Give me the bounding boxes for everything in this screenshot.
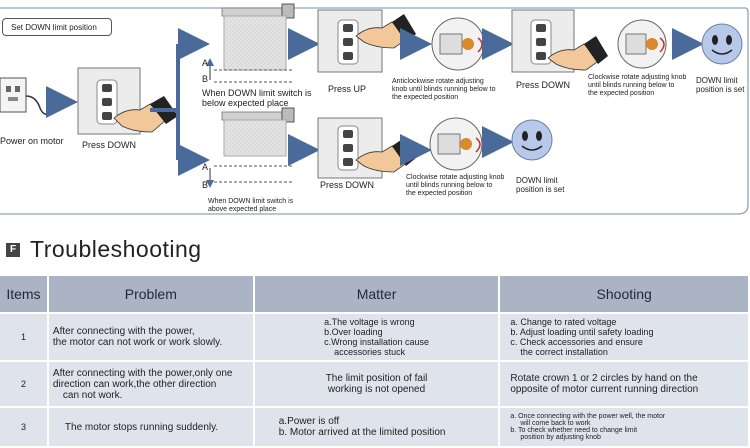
clockwise-top-line: Clockwise rotate adjusting knob bbox=[588, 74, 687, 81]
table-row: 2 After connecting with the power,only o… bbox=[0, 361, 750, 408]
set-down-limit-label: Set DOWN limit position bbox=[2, 18, 112, 36]
matter-line: b. Motor arrived at the limited position bbox=[278, 427, 446, 438]
matter-line: The limit position of fail bbox=[325, 373, 428, 384]
item-cell: 2 bbox=[0, 361, 49, 408]
troubleshooting-table: Items Problem Matter Shooting 1 After co… bbox=[0, 276, 750, 448]
shooting-line: c. Check accessories and ensure bbox=[510, 337, 643, 347]
problem-cell: After connecting with the power, the mot… bbox=[47, 313, 255, 362]
marker-a-top: A bbox=[202, 58, 209, 68]
anticlockwise-caption: Anticlockwise rotate adjusting knob unti… bbox=[392, 78, 496, 102]
press-down-label-3: Press DOWN bbox=[516, 80, 570, 90]
header-shooting: Shooting bbox=[499, 276, 750, 314]
shooting-cell: a. Change to rated voltage b. Adjust loa… bbox=[499, 313, 750, 362]
matter-cell: The limit position of fail working is no… bbox=[253, 361, 501, 408]
problem-line: can not work. bbox=[62, 389, 123, 401]
problem-line: the motor can not work or work slowly. bbox=[52, 337, 223, 348]
matter-line: accessories stuck bbox=[334, 347, 406, 357]
blind-bottom-icon bbox=[206, 107, 295, 188]
section-badge: F bbox=[6, 243, 20, 257]
shooting-cell: a. Once connecting with the power well, … bbox=[499, 407, 750, 448]
down-limit-set-top: DOWN limit position is set bbox=[696, 76, 744, 94]
switch-panel-down-2-icon bbox=[511, 9, 608, 73]
adjusting-knob-2-icon bbox=[617, 19, 667, 69]
press-down-label: Press DOWN bbox=[82, 140, 136, 150]
anticlockwise-line: Anticlockwise rotate adjusting bbox=[392, 78, 484, 85]
clockwise-top-line: the expected position bbox=[588, 90, 655, 98]
switch-panel-icon bbox=[77, 67, 141, 135]
problem-line: After connecting with the power,only one bbox=[52, 367, 233, 379]
matter-line: working is not opened bbox=[327, 384, 426, 395]
power-on-motor-label: Power on motor bbox=[0, 136, 64, 146]
problem-cell: The motor stops running suddenly. bbox=[47, 407, 255, 448]
marker-b-top: B bbox=[202, 74, 209, 84]
above-caption: When DOWN limit switch is above expected… bbox=[208, 198, 293, 214]
marker-b-bottom: B bbox=[202, 180, 209, 190]
clockwise-bottom-line: Clockwise rotate adjusting knob bbox=[406, 174, 505, 181]
matter-cell: a.Power is off b. Motor arrived at the l… bbox=[253, 407, 501, 448]
down-limit-line: position is set bbox=[696, 85, 745, 95]
down-limit-set-bottom: DOWN limit position is set bbox=[516, 176, 564, 194]
shooting-line: Rotate crown 1 or 2 circles by hand on t… bbox=[510, 373, 698, 384]
press-up-label: Press UP bbox=[328, 84, 367, 94]
above-caption-line: above expected place bbox=[208, 206, 277, 214]
item-cell: 3 bbox=[0, 407, 49, 448]
smiley-face-icon bbox=[701, 23, 743, 65]
above-caption-line: When DOWN limit switch is bbox=[208, 198, 294, 205]
problem-cell: After connecting with the power,only one… bbox=[47, 361, 255, 408]
adjusting-knob-icon bbox=[431, 17, 485, 71]
problem-line: After connecting with the power, bbox=[52, 326, 195, 337]
item-cell: 1 bbox=[0, 313, 49, 362]
table-row: 3 The motor stops running suddenly. a.Po… bbox=[0, 407, 750, 448]
table-header-row: Items Problem Matter Shooting bbox=[0, 276, 750, 314]
clockwise-bottom-line: until blinds running below to bbox=[406, 182, 493, 190]
clockwise-bottom-line: the expected position bbox=[406, 190, 473, 198]
anticlockwise-line: knob until blinds running below to bbox=[392, 86, 496, 94]
clockwise-caption-top: Clockwise rotate adjusting knob until bl… bbox=[588, 74, 686, 98]
down-limit-line: position is set bbox=[516, 185, 565, 195]
shooting-line: will come back to work bbox=[520, 420, 591, 427]
matter-line: a.Power is off bbox=[278, 416, 340, 427]
shooting-line: b. Adjust loading until safety loading bbox=[510, 327, 654, 337]
diagram-graphics bbox=[0, 3, 749, 215]
smiley-face-bottom-icon bbox=[511, 119, 553, 161]
diagram-border bbox=[0, 7, 749, 215]
switch-panel-down-icon bbox=[317, 117, 416, 179]
down-limit-line: DOWN limit bbox=[516, 176, 558, 185]
matter-line: c.Wrong installation cause bbox=[324, 337, 429, 347]
blind-top-icon bbox=[206, 3, 295, 83]
matter-line: b.Over loading bbox=[324, 327, 383, 337]
shooting-line: the correct installation bbox=[520, 347, 608, 357]
adjusting-knob-bottom-icon bbox=[429, 117, 483, 171]
shooting-line: b. To check whether need to change limit bbox=[510, 427, 638, 434]
press-down-label-2: Press DOWN bbox=[320, 180, 374, 190]
shooting-line: opposite of motor current running direct… bbox=[510, 384, 699, 395]
below-caption-line: below expected place bbox=[202, 98, 289, 109]
header-problem: Problem bbox=[47, 276, 255, 314]
below-caption-line: When DOWN limit switch is bbox=[202, 88, 312, 98]
clockwise-top-line: until blinds running below to bbox=[588, 82, 675, 90]
shooting-line: position by adjusting knob bbox=[520, 434, 601, 441]
section-title: Troubleshooting bbox=[30, 236, 202, 262]
header-matter: Matter bbox=[253, 276, 501, 314]
power-outlet-icon bbox=[0, 77, 53, 115]
shooting-line: a. Change to rated voltage bbox=[510, 317, 617, 327]
marker-a-bottom: A bbox=[202, 162, 209, 172]
shooting-line: a. Once connecting with the power well, … bbox=[510, 413, 666, 420]
matter-cell: a.The voltage is wrong b.Over loading c.… bbox=[253, 313, 501, 362]
clockwise-caption-bottom: Clockwise rotate adjusting knob until bl… bbox=[406, 174, 504, 198]
anticlockwise-line: the expected position bbox=[392, 94, 459, 102]
installation-diagram: Set DOWN limit position Power on motor P… bbox=[0, 0, 750, 218]
header-items: Items bbox=[0, 276, 49, 314]
switch-panel-up-icon bbox=[317, 9, 416, 73]
down-limit-line: DOWN limit bbox=[696, 76, 738, 85]
matter-line: a.The voltage is wrong bbox=[324, 317, 415, 327]
shooting-cell: Rotate crown 1 or 2 circles by hand on t… bbox=[499, 361, 750, 408]
problem-line: direction can work,the other direction bbox=[52, 378, 217, 390]
table-row: 1 After connecting with the power, the m… bbox=[0, 313, 750, 362]
problem-line: The motor stops running suddenly. bbox=[64, 421, 219, 433]
below-caption: When DOWN limit switch is below expected… bbox=[202, 88, 312, 109]
